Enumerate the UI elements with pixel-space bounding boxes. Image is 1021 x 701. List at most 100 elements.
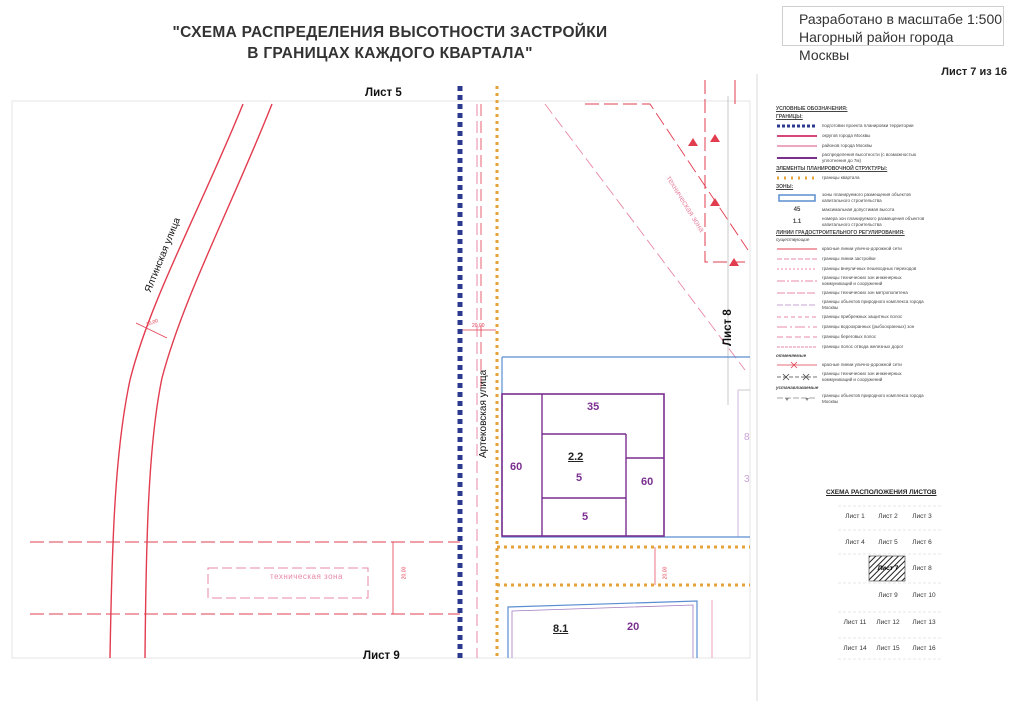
legend-section-zones: ЗОНЫ: (776, 184, 794, 190)
layout-sheet-9[interactable]: Лист 9 (878, 592, 898, 599)
stamp-district: Нагорный район города Москвы (799, 29, 954, 63)
height-label-center-lower: 5 (582, 511, 589, 523)
legend-item: подготовки проекта планировки территории (776, 122, 926, 130)
layout-sheet-14[interactable]: Лист 14 (843, 645, 867, 652)
layout-sheet-11[interactable]: Лист 11 (843, 619, 867, 626)
legend-symbol (776, 395, 818, 403)
street-edge-left (109, 103, 244, 659)
legend-symbol (776, 333, 818, 341)
height-label-top: 35 (587, 401, 600, 413)
legend-sub-new: устанавливаемые (776, 385, 819, 390)
blue-zone-bottom (507, 600, 698, 658)
legend-item: границы объектов природного комплекса го… (776, 299, 926, 311)
legend-existing-list: красные линии улично-дорожной сети границ… (776, 245, 926, 351)
legend-item: границы объектов природного комплекса го… (776, 393, 926, 405)
tech-zone-marker-3 (729, 258, 739, 266)
tech-zone-label-bottom: техническая зона (270, 572, 343, 581)
legend-sub-existing: существующие (776, 237, 810, 242)
legend-item: границы квартала (776, 174, 926, 182)
legend-symbol (776, 277, 818, 285)
legend-symbol (776, 122, 818, 130)
stamp-scale: Разработано в масштабе 1:500 (799, 11, 1003, 27)
layout-sheet-16[interactable]: Лист 16 (912, 645, 936, 652)
layout-sheet-6[interactable]: Лист 6 (912, 539, 932, 546)
legend-item: границы береговых полос (776, 333, 926, 341)
legend-item: красные линии улично-дорожной сети (776, 245, 926, 253)
height-label-center-upper: 5 (576, 472, 583, 484)
legend-item: границы внеуличных пешеходных переходов (776, 265, 926, 273)
legend-symbol (776, 154, 818, 162)
legend-sub-cancel: отменяемые (776, 353, 807, 358)
legend-item: границы технических зон инженерных комму… (776, 371, 926, 383)
legend-title: УСЛОВНЫЕ ОБОЗНАЧЕНИЯ: (776, 106, 848, 112)
layout-sheet-7[interactable]: Лист 7 (877, 565, 899, 572)
legend-section-regulation: ЛИНИИ ГРАДОСТРОИТЕЛЬНОГО РЕГУЛИРОВАНИЯ: (776, 230, 905, 236)
legend-item: зоны планируемого размещения объектов ка… (776, 192, 926, 204)
legend-section-structure: ЭЛЕМЕНТЫ ПЛАНИРОВОЧНОЙ СТРУКТУРЫ: (776, 166, 888, 172)
tech-zone-marker-1 (710, 134, 720, 142)
layout-sheet-5[interactable]: Лист 5 (878, 539, 898, 546)
layout-title: СХЕМА РАСПОЛОЖЕНИЯ ЛИСТОВ (826, 489, 937, 496)
sheet-number: Лист 7 из 16 (941, 66, 1007, 78)
sheet-link-top[interactable]: Лист 5 (365, 87, 402, 99)
legend-symbol (776, 301, 818, 309)
legend-item: границы водоохранных (рыбоохранных) зон (776, 323, 926, 331)
block-id-main: 2.2 (568, 451, 584, 463)
block-id-bottom: 8.1 (553, 623, 569, 635)
layout-sheet-4[interactable]: Лист 4 (845, 539, 865, 546)
layout-sheet-15[interactable]: Лист 15 (876, 645, 900, 652)
legend-symbol (776, 361, 818, 369)
legend-item: границы полос отвода железных дорог (776, 343, 926, 351)
legend: УСЛОВНЫЕ ОБОЗНАЧЕНИЯ: ГРАНИЦЫ: подготовк… (776, 104, 926, 407)
tech-zone-top-right (704, 80, 745, 263)
legend-height-sample: 45 (793, 207, 801, 213)
dimension-line-1 (135, 322, 168, 339)
legend-item: границы прибрежных защитных полос (776, 313, 926, 321)
legend-symbol (776, 323, 818, 331)
legend-symbol (776, 289, 818, 297)
legend-item: округов города Москвы (776, 132, 926, 140)
layout-sheet-13[interactable]: Лист 13 (912, 619, 936, 626)
title-line-1: "СХЕМА РАСПРЕДЕЛЕНИЯ ВЫСОТНОСТИ ЗАСТРОЙК… (172, 24, 608, 41)
block-main-outline (501, 393, 665, 537)
legend-symbol (776, 132, 818, 140)
legend-symbol (776, 373, 818, 381)
legend-symbol (776, 245, 818, 253)
legend-item: 1.1 номера зон планируемого размещения о… (776, 216, 926, 228)
legend-symbol (776, 194, 818, 202)
layout-sheet-1[interactable]: Лист 1 (845, 513, 865, 520)
layout-sheet-2[interactable]: Лист 2 (878, 513, 898, 520)
diagonal-pink (544, 103, 746, 371)
layout-sheet-8[interactable]: Лист 8 (912, 565, 932, 572)
legend-item: красные линии улично-дорожной сети (776, 361, 926, 369)
title-line-2: В ГРАНИЦАХ КАЖДОГО КВАРТАЛА" (247, 45, 533, 62)
legend-symbol (776, 265, 818, 273)
map-frame (11, 100, 751, 659)
block-bottom-outline (511, 604, 694, 658)
legend-item: районов города Москвы (776, 142, 926, 150)
scale-stamp: Разработано в масштабе 1:500 Нагорный ра… (782, 6, 1004, 63)
layout-sheet-3[interactable]: Лист 3 (912, 513, 932, 520)
legend-item: границы линии застройки (776, 255, 926, 263)
legend-zone-number-sample: 1.1 (792, 219, 802, 225)
height-label-bottom: 20 (627, 621, 640, 633)
page-title: "СХЕМА РАСПРЕДЕЛЕНИЯ ВЫСОТНОСТИ ЗАСТРОЙК… (120, 22, 660, 64)
tech-zone-marker-4 (688, 138, 698, 146)
dimension-label-3: 20,00 (472, 323, 485, 329)
edge-value-1: 8 (744, 432, 750, 443)
current-sheet-hatch (868, 555, 906, 582)
layout-sheet-10[interactable]: Лист 10 (912, 592, 936, 599)
street-edge-right (144, 103, 273, 659)
height-label-left: 60 (510, 461, 523, 473)
legend-symbol (776, 142, 818, 150)
legend-symbol (776, 343, 818, 351)
legend-item: распределения высотности (с возможностью… (776, 152, 926, 164)
legend-section-borders: ГРАНИЦЫ: (776, 114, 803, 120)
sheet-link-bottom[interactable]: Лист 9 (363, 650, 400, 662)
edge-value-2: 3 (744, 474, 750, 485)
layout-sheet-12[interactable]: Лист 12 (876, 619, 900, 626)
height-label-right: 60 (641, 476, 654, 488)
legend-item: границы технических зон метрополитена (776, 289, 926, 297)
